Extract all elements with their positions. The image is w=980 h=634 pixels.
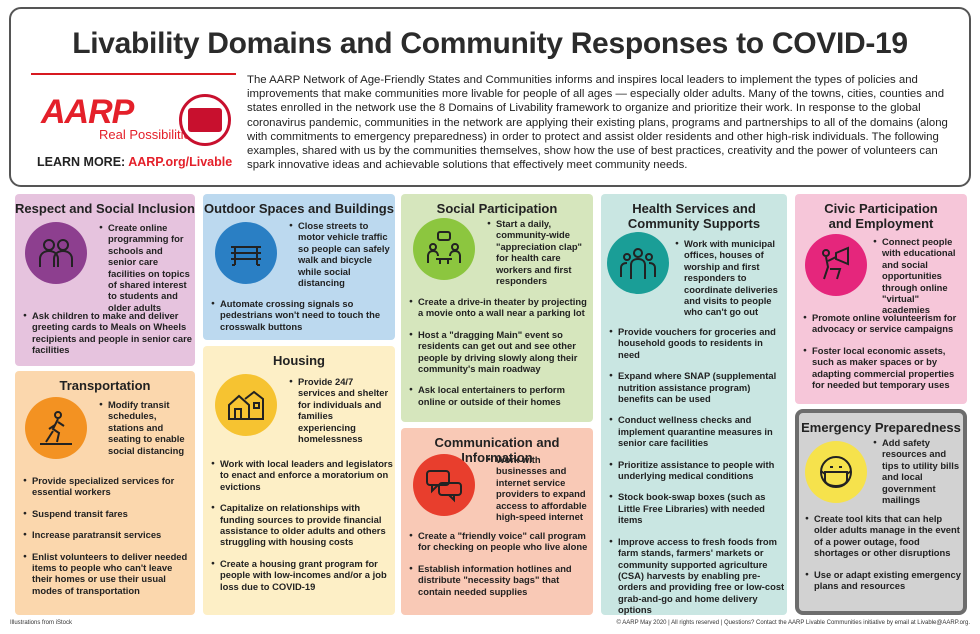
list-item: Host a "dragging Main" event so resident… <box>409 329 591 375</box>
list-item: Provide specialized services for essenti… <box>23 475 193 498</box>
health-workers-icon <box>607 232 669 294</box>
card-social: Social Participation Start a daily, comm… <box>401 194 593 422</box>
card-title: Civic Participation and Employment <box>824 201 938 231</box>
list-item: Increase paratransit services <box>23 529 193 541</box>
list-item: Conduct wellness checks and implement qu… <box>609 414 785 448</box>
card-housing: Housing Provide 24/7 services and shelte… <box>203 346 395 615</box>
list-item: Foster local economic assets, such as ma… <box>803 345 965 391</box>
learn-more-label: LEARN MORE: <box>37 155 126 169</box>
card-title: Outdoor Spaces and Buildings <box>204 201 394 216</box>
card-title: Housing <box>273 353 325 368</box>
page-title: Livability Domains and Community Respons… <box>72 27 908 60</box>
card-outdoor: Outdoor Spaces and Buildings Close stree… <box>203 194 395 340</box>
list-item: Work with local leaders and legislators … <box>211 458 393 492</box>
card-communication: Communication and Information Work with … <box>401 428 593 615</box>
list-item: Suspend transit fares <box>23 508 193 520</box>
aarp-tagline: Real Possibilities <box>99 127 198 142</box>
list-item: Create a housing grant program for peopl… <box>211 558 393 592</box>
card-emergency: Emergency Preparedness Add safety resour… <box>795 409 967 615</box>
card-title: Social Participation <box>436 201 558 216</box>
face-mask-icon <box>805 441 867 503</box>
lead-item: Close streets to motor vehicle traffic s… <box>289 220 391 288</box>
list-item: Use or adapt existing emergency plans an… <box>805 569 965 592</box>
lead-item: Connect people with educational and soci… <box>873 236 965 316</box>
card-title: Respect and Social Inclusion <box>15 201 195 216</box>
divider <box>31 73 236 75</box>
lead-item: Work with businesses and internet servic… <box>487 454 591 522</box>
header-panel: Livability Domains and Community Respons… <box>9 7 971 187</box>
megaphone-icon <box>805 234 867 296</box>
learn-more: LEARN MORE: AARP.org/Livable <box>37 155 232 169</box>
illustration-credit: Illustrations from iStock <box>10 620 73 626</box>
lead-item: Provide 24/7 services and shelter for in… <box>289 376 393 444</box>
list-item: Enlist volunteers to deliver needed item… <box>23 551 193 597</box>
lead-item: Modify transit schedules, stations and s… <box>99 399 191 456</box>
conversation-icon <box>413 218 475 280</box>
list-item: Ask local entertainers to perform online… <box>409 384 591 407</box>
people-hug-icon <box>25 222 87 284</box>
list-item: Ask children to make and deliver greetin… <box>23 310 193 356</box>
list-item: Automate crossing signals so pedestrians… <box>211 298 393 332</box>
chat-bubbles-icon <box>413 454 475 516</box>
footer-text: © AARP May 2020 | All rights reserved | … <box>616 620 970 626</box>
card-transportation: Transportation Modify transit schedules,… <box>15 371 195 615</box>
crosswalk-icon <box>25 397 87 459</box>
lead-item: Add safety resources and tips to utility… <box>873 437 965 505</box>
card-civic: Civic Participation and Employment Conne… <box>795 194 967 404</box>
list-item: Improve access to fresh foods from farm … <box>609 536 785 616</box>
learn-more-link[interactable]: AARP.org/Livable <box>128 155 233 169</box>
list-item: Create a drive-in theater by projecting … <box>409 296 591 319</box>
list-item: Promote online volunteerism for advocacy… <box>803 312 965 335</box>
intro-text: The AARP Network of Age-Friendly States … <box>247 74 948 172</box>
aarp-logo: AARP <box>41 93 134 131</box>
card-title: Emergency Preparedness <box>801 420 961 435</box>
lead-item: Work with municipal offices, houses of w… <box>675 238 783 318</box>
list-item: Create a "friendly voice" call program f… <box>409 530 591 553</box>
list-item: Expand where SNAP (supplemental nutritio… <box>609 370 785 404</box>
card-title: Transportation <box>59 378 151 393</box>
lead-item: Start a daily, community-wide "appreciat… <box>487 218 591 286</box>
list-item: Establish information hotlines and distr… <box>409 563 591 597</box>
age-friendly-seal-icon <box>179 94 231 146</box>
list-item: Stock book-swap boxes (such as Little Fr… <box>609 491 785 525</box>
list-item: Provide vouchers for groceries and house… <box>609 326 785 360</box>
list-item: Create tool kits that can help older adu… <box>805 513 965 559</box>
bench-icon <box>215 222 277 284</box>
card-title: Health Services and Community Supports <box>627 201 761 231</box>
card-health: Health Services and Community Supports W… <box>601 194 787 615</box>
list-item: Prioritize assistance to people with und… <box>609 459 785 482</box>
card-respect: Respect and Social Inclusion Create onli… <box>15 194 195 366</box>
lead-item: Create online programming for schools an… <box>99 222 191 313</box>
houses-icon <box>215 374 277 436</box>
list-item: Capitalize on relationships with funding… <box>211 502 393 548</box>
